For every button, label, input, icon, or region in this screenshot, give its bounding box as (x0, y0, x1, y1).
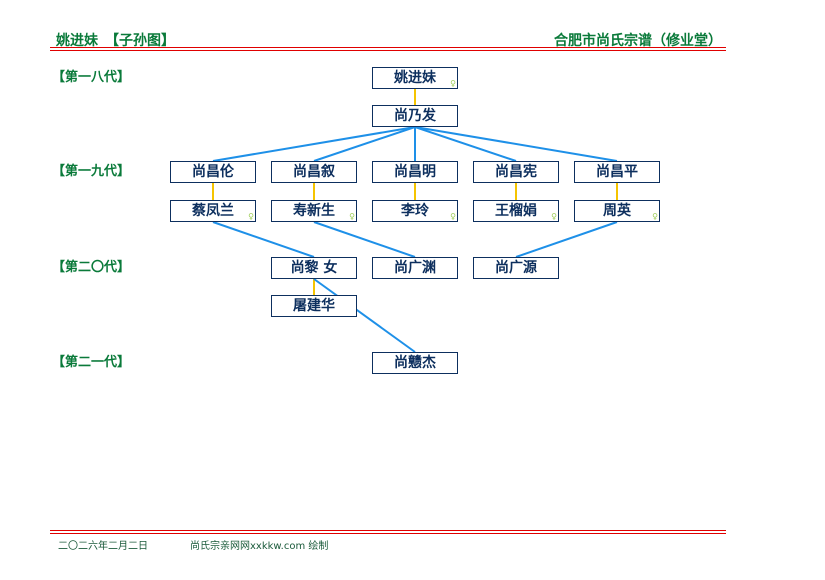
female-icon: ♀ (551, 212, 557, 221)
person-name: 尚昌叙 (293, 164, 335, 180)
person-name: 尚广源 (495, 260, 537, 276)
female-icon: ♀ (450, 79, 456, 88)
person-node[interactable]: 尚广源 (473, 257, 559, 279)
genealogy-title: 合肥市尚氏宗谱（修业堂） (554, 33, 722, 49)
person-node[interactable]: 尚昌叙 (271, 161, 357, 183)
person-name: 周英 (603, 203, 631, 219)
person-name: 姚进妹 (394, 70, 436, 86)
person-node[interactable]: 王榴娟 ♀ (473, 200, 559, 222)
female-icon: ♀ (450, 212, 456, 221)
female-icon: ♀ (652, 212, 658, 221)
generation-label: 【第二一代】 (52, 355, 131, 370)
person-name: 蔡凤兰 (192, 203, 234, 219)
person-node[interactable]: 尚昌平 (574, 161, 660, 183)
person-name: 尚昌伦 (192, 164, 234, 180)
person-name: 尚广渊 (394, 260, 436, 276)
header-rule (50, 50, 726, 51)
person-name: 王榴娟 (495, 203, 537, 219)
person-name: 尚乃发 (394, 108, 436, 124)
footer-rule (50, 530, 726, 531)
female-icon: ♀ (248, 212, 254, 221)
person-name: 尚黎 女 (290, 260, 338, 276)
person-name: 尚昌明 (394, 164, 436, 180)
female-icon: ♀ (349, 212, 355, 221)
parent-child-line (313, 126, 416, 162)
person-node[interactable]: 尚戆杰 (372, 352, 458, 374)
person-name: 屠建华 (293, 298, 335, 314)
footer-credit: 尚氏宗亲网网xxkkw.com 绘制 (190, 541, 329, 552)
person-node[interactable]: 尚乃发 (372, 105, 458, 127)
parent-child-line (212, 221, 315, 258)
footer-rule (50, 533, 726, 534)
parent-child-line (414, 126, 517, 162)
header-rule (50, 47, 726, 48)
person-node[interactable]: 李玲 ♀ (372, 200, 458, 222)
person-name: 李玲 (401, 203, 429, 219)
generation-label: 【第一九代】 (52, 164, 131, 179)
person-node[interactable]: 屠建华 (271, 295, 357, 317)
person-name: 尚昌宪 (495, 164, 537, 180)
footer-date: 二〇二六年二月二日 (58, 541, 148, 552)
person-node[interactable]: 姚进妹 ♀ (372, 67, 458, 89)
person-name: 尚昌平 (596, 164, 638, 180)
person-name: 寿新生 (293, 203, 335, 219)
parent-child-line (313, 278, 416, 353)
page-title: 姚进妹 【子孙图】 (56, 33, 175, 49)
person-node[interactable]: 尚昌明 (372, 161, 458, 183)
person-node[interactable]: 寿新生 ♀ (271, 200, 357, 222)
generation-label: 【第一八代】 (52, 70, 131, 85)
person-node[interactable]: 尚昌伦 (170, 161, 256, 183)
person-node[interactable]: 尚广渊 (372, 257, 458, 279)
person-node[interactable]: 蔡凤兰 ♀ (170, 200, 256, 222)
generation-label: 【第二〇代】 (52, 260, 131, 275)
person-node[interactable]: 周英 ♀ (574, 200, 660, 222)
person-node[interactable]: 尚黎 女 (271, 257, 357, 279)
parent-child-line (414, 126, 618, 162)
parent-child-line (212, 126, 416, 162)
parent-child-line (313, 221, 416, 258)
parent-child-line (515, 221, 618, 258)
person-node[interactable]: 尚昌宪 (473, 161, 559, 183)
person-name: 尚戆杰 (394, 355, 436, 371)
